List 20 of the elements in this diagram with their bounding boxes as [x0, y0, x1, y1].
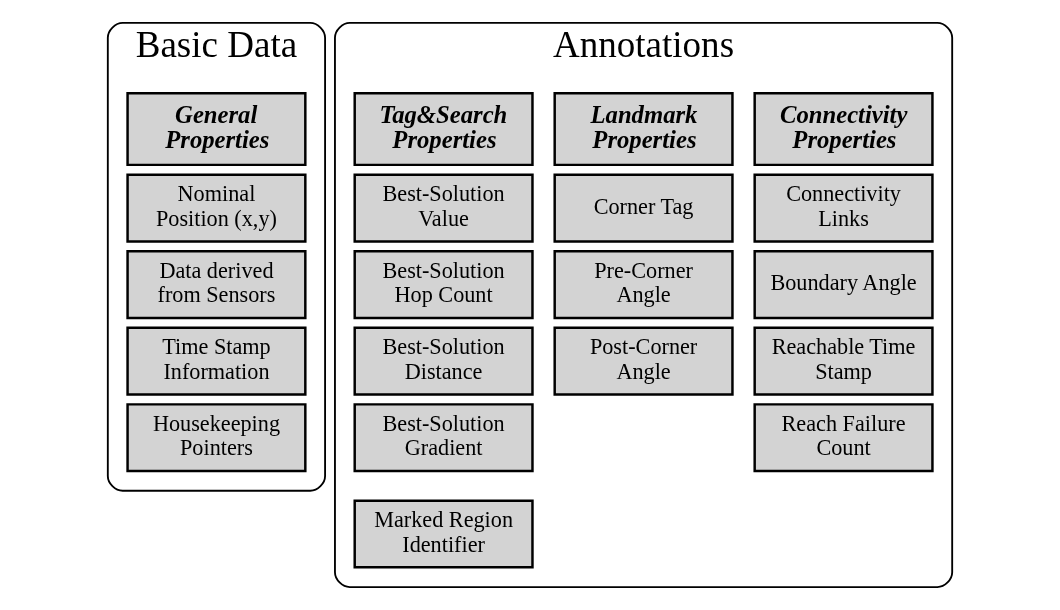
node-box: Reachable Time Stamp	[753, 326, 934, 396]
node-box: Reach Failure Count	[753, 403, 934, 473]
node-box: Nominal Position (x,y)	[126, 173, 307, 243]
node-box: Marked Region Identifier	[353, 499, 534, 569]
node-box: Post-Corner Angle	[553, 326, 734, 396]
node-box: Best-Solution Hop Count	[353, 250, 534, 320]
node-box: Boundary Angle	[753, 250, 934, 320]
node-box: Data derived from Sensors	[126, 250, 307, 320]
node-box: Pre-Corner Angle	[553, 250, 734, 320]
node-box: Best-Solution Distance	[353, 326, 534, 396]
node-box: Housekeeping Pointers	[126, 403, 307, 473]
node-box: General Properties	[126, 92, 307, 167]
node-box: Best-Solution Gradient	[353, 403, 534, 473]
node-box: Corner Tag	[553, 173, 734, 243]
node-box: Connectivity Properties	[753, 92, 934, 167]
node-box: Best-Solution Value	[353, 173, 534, 243]
node-box: Landmark Properties	[553, 92, 734, 167]
node-box: Connectivity Links	[753, 173, 934, 243]
node-box: Time Stamp Information	[126, 326, 307, 396]
node-box: Tag&Search Properties	[353, 92, 534, 167]
